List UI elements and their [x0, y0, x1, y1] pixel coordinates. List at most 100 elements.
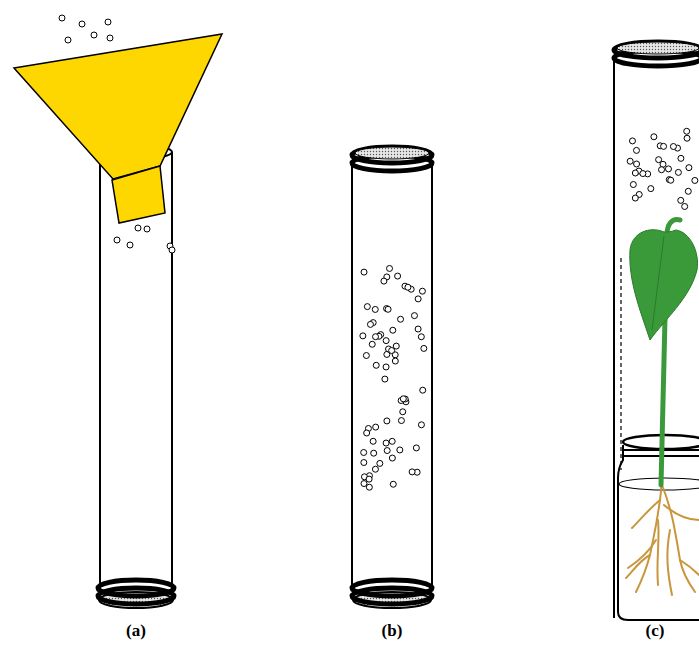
bead [421, 345, 427, 351]
bead [651, 134, 657, 140]
bead [411, 313, 417, 319]
bead [415, 326, 421, 332]
bead [668, 177, 674, 183]
bead [389, 455, 395, 461]
bead [634, 161, 640, 167]
panel-label: (a) [126, 622, 146, 641]
bead [361, 269, 367, 275]
beads-c [627, 128, 698, 209]
bead [105, 19, 111, 25]
bead [678, 197, 684, 203]
panel-label: (c) [646, 622, 665, 641]
bead [390, 327, 396, 333]
tube-c [614, 42, 699, 618]
bead [127, 242, 133, 248]
bead [361, 481, 367, 487]
bead [364, 304, 370, 310]
bead [633, 147, 639, 153]
bead [692, 177, 698, 183]
bead [387, 265, 393, 271]
bead [373, 424, 379, 430]
bead [65, 37, 71, 43]
beads-b [360, 265, 427, 490]
bead [418, 422, 424, 428]
bead [405, 284, 411, 290]
bead [373, 362, 379, 368]
bead [413, 445, 419, 451]
bead [418, 334, 424, 340]
bead [390, 481, 396, 487]
bead [685, 188, 691, 194]
bead [400, 409, 406, 415]
bead [629, 138, 635, 144]
beads-a [59, 15, 175, 253]
bead [107, 35, 113, 41]
bead [360, 333, 366, 339]
bead [400, 396, 406, 402]
bead [420, 387, 426, 393]
bead [665, 166, 671, 172]
bead [392, 358, 398, 364]
bead [373, 334, 379, 340]
bead [383, 440, 389, 446]
bead [398, 418, 404, 424]
bead [384, 448, 390, 454]
bead [389, 347, 395, 353]
bead [366, 476, 372, 482]
bead [395, 273, 401, 279]
bead [372, 466, 378, 472]
bead [648, 186, 654, 192]
bead [363, 353, 369, 359]
bead [372, 306, 378, 312]
bead [398, 316, 404, 322]
bead [670, 144, 676, 150]
bead [632, 170, 638, 176]
bead [684, 128, 690, 134]
bead [169, 247, 175, 253]
bead [381, 278, 387, 284]
funnel [14, 34, 222, 223]
bead [135, 225, 141, 231]
bead [366, 484, 372, 490]
bead [409, 469, 415, 475]
bead [627, 158, 633, 164]
tube-a [98, 145, 174, 608]
bead [415, 296, 421, 302]
bead [684, 135, 690, 141]
bead [382, 376, 388, 382]
bead [385, 306, 391, 312]
bead [364, 430, 370, 436]
bead [91, 32, 97, 38]
bead [682, 203, 688, 209]
bead [640, 171, 646, 177]
bead [377, 460, 383, 466]
bead [686, 165, 692, 171]
bead [383, 364, 389, 370]
panel-label: (b) [382, 622, 403, 641]
bead [661, 143, 667, 149]
bead [59, 15, 65, 21]
bead [675, 169, 681, 175]
bead [659, 167, 665, 173]
bead [397, 447, 403, 453]
bead [678, 155, 684, 161]
bead [419, 288, 425, 294]
bead [79, 21, 85, 27]
bead [371, 450, 377, 456]
bead [630, 182, 636, 188]
bead [656, 157, 662, 163]
bead [367, 321, 373, 327]
bead [384, 418, 390, 424]
jar [618, 435, 699, 620]
tube-b [352, 147, 432, 608]
bead [361, 460, 367, 466]
bead [114, 237, 120, 243]
bead [369, 341, 375, 347]
bead [144, 226, 150, 232]
bead [383, 338, 389, 344]
plant [626, 220, 699, 595]
bead [370, 438, 376, 444]
bead [361, 449, 367, 455]
